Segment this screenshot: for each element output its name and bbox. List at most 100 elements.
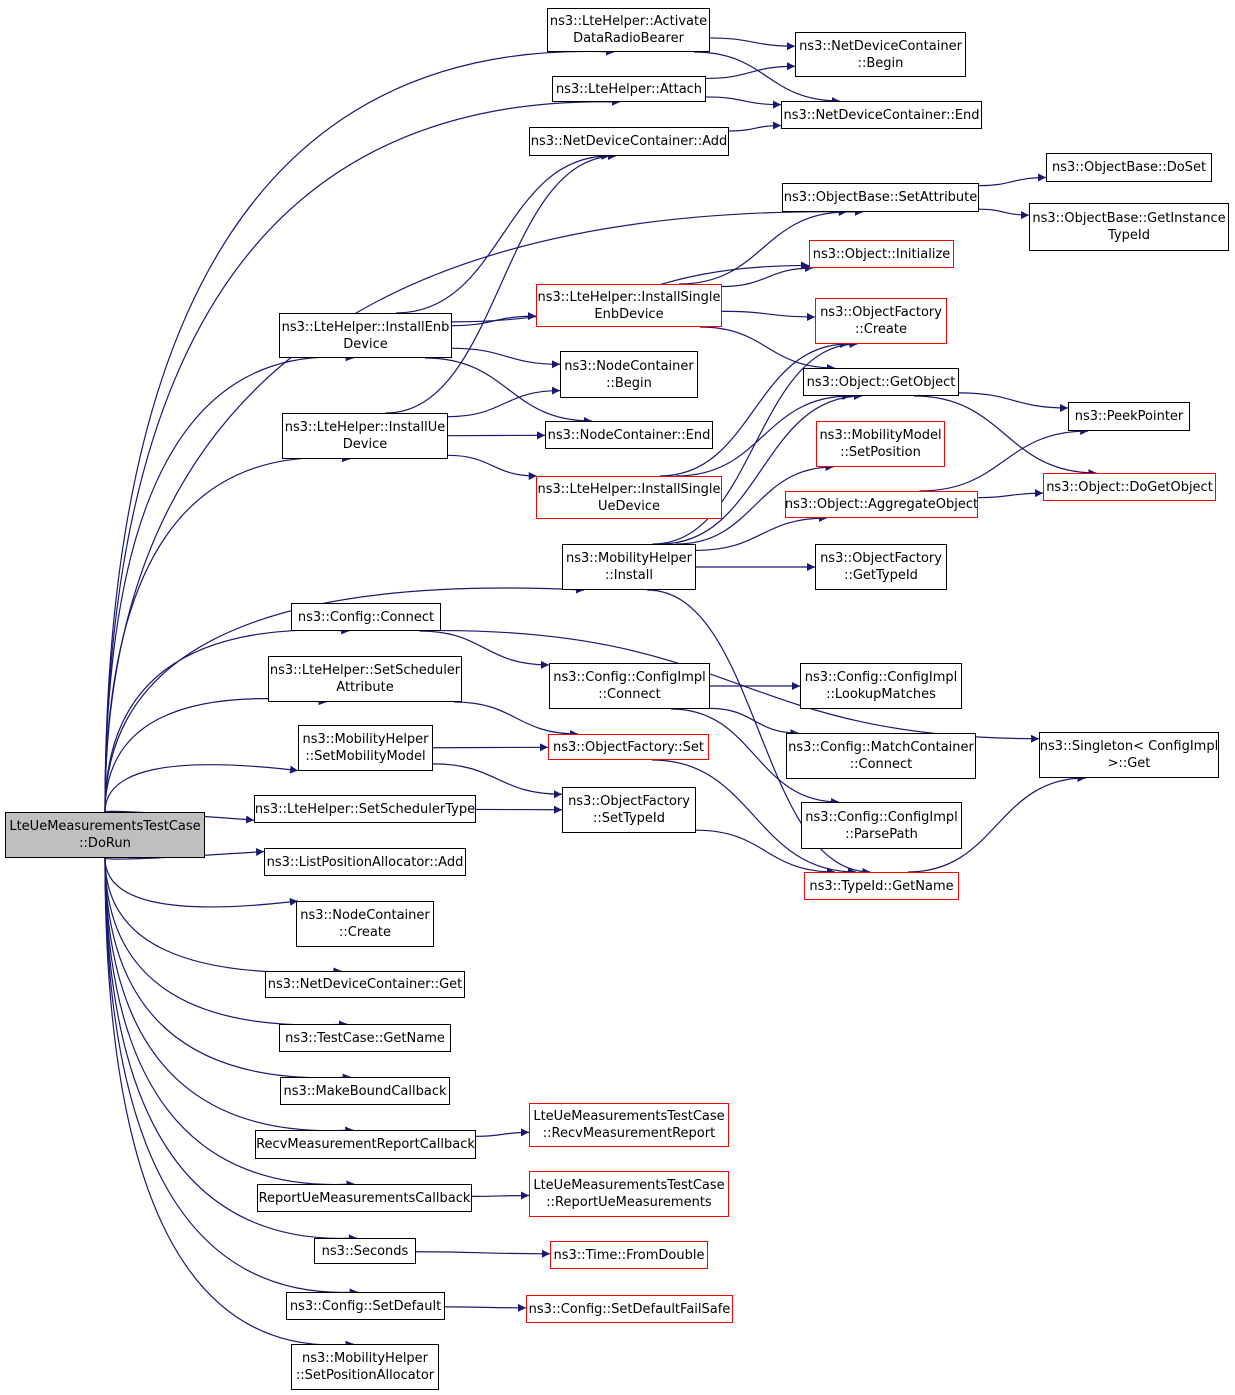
edge-install_enb-to-nc_end [425,357,592,425]
node-report-ue-measurements[interactable]: LteUeMeasurementsTestCase::ReportUeMeasu… [529,1171,729,1217]
node-mobilityhelper-install[interactable]: ns3::MobilityHelper::Install [562,544,696,590]
edge-report_cb-to-report_meas [471,1191,530,1200]
node-ndc-end[interactable]: ns3::NetDeviceContainer::End [781,101,982,129]
node-objectfactory-set[interactable]: ns3::ObjectFactory::Set [548,734,709,760]
node-makeboundcallback[interactable]: ns3::MakeBoundCallback [280,1077,450,1105]
node-label-line: ns3::ObjectFactory [820,305,942,320]
node-seconds[interactable]: ns3::Seconds [314,1238,416,1264]
node-mobilityhelper-setmobilitymodel[interactable]: ns3::MobilityHelper::SetMobilityModel [298,725,433,771]
node-report-ue-measurements-callback[interactable]: ReportUeMeasurementsCallback [257,1184,472,1212]
node-peekpointer[interactable]: ns3::PeekPointer [1068,402,1190,431]
node-configimpl-connect[interactable]: ns3::Config::ConfigImpl::Connect [549,663,710,709]
node-object-getobject[interactable]: ns3::Object::GetObject [803,368,959,396]
node-objectbase-setattribute[interactable]: ns3::ObjectBase::SetAttribute [782,183,979,212]
node-label-line: ns3::PeekPointer [1074,409,1184,424]
node-recv-measurement-report[interactable]: LteUeMeasurementsTestCase::RecvMeasureme… [529,1103,729,1147]
node-mobilitymodel-setposition[interactable]: ns3::MobilityModel::SetPosition [816,421,945,467]
node-object-dogetobject[interactable]: ns3::Object::DoGetObject [1043,473,1216,501]
node-root-dorun[interactable]: LteUeMeasurementsTestCase::DoRun [5,812,205,858]
node-objectbase-doset[interactable]: ns3::ObjectBase::DoSet [1046,153,1212,182]
node-lte-attach[interactable]: ns3::LteHelper::Attach [552,76,706,102]
node-label-line: ns3::NetDeviceContainer::End [783,107,980,123]
edge-root-to-install_ue [104,454,351,813]
node-label-line: ns3::MobilityHelper [565,551,693,566]
node-label-line: ns3::Seconds [321,1243,409,1259]
node-label-line: >::Get [1107,756,1151,771]
edge-install_single_enb-to-of_create [721,310,816,321]
edge-install_single_ue-to-of_create [659,340,849,477]
node-label-line: ::Connect [598,687,661,702]
edge-install_ue-to-nc_begin [447,386,561,418]
node-label-line: ns3::ObjectFactory [820,551,942,566]
edge-activate-to-ndc_begin [709,37,796,51]
edge-obj_getobject-to-peek [958,392,1069,413]
node-label-line: ns3::Singleton< ConfigImpl [1039,739,1219,754]
node-label-line: ns3::TypeId::GetName [809,878,954,894]
node-label-line: ns3::ObjectFactory [568,794,690,809]
node-label-line: Device [343,336,388,352]
node-object-initialize[interactable]: ns3::Object::Initialize [809,240,954,268]
node-objectfactory-create[interactable]: ns3::ObjectFactory::Create [815,298,947,344]
node-configimpl-lookupmatches[interactable]: ns3::Config::ConfigImpl::LookupMatches [800,663,962,709]
node-testcase-getname[interactable]: ns3::TestCase::GetName [279,1024,451,1052]
node-listpositionallocator-add[interactable]: ns3::ListPositionAllocator::Add [264,848,466,876]
node-objectfactory-settypeid[interactable]: ns3::ObjectFactory::SetTypeId [562,787,696,833]
node-matchcontainer-connect[interactable]: ns3::Config::MatchContainer::Connect [786,733,976,779]
node-configimpl-parsepath[interactable]: ns3::Config::ConfigImpl::ParsePath [801,802,962,849]
node-label-line: LteUeMeasurementsTestCase [533,1109,725,1124]
node-label-line: ns3::Object::DoGetObject [1046,479,1213,495]
node-label-line: LteUeMeasurementsTestCase [533,1178,725,1193]
node-label-line: ns3::Config::ConfigImpl [804,670,958,685]
node-label-line: ns3::MobilityModel [819,428,942,443]
node-label-line: ns3::Config::SetDefaultFailSafe [528,1301,731,1317]
node-recv-measurement-report-callback[interactable]: RecvMeasurementReportCallback [255,1130,476,1159]
edge-root-to-mh_install [104,585,585,813]
edge-config_setdefault-to-config_setdefault_fs [444,1303,527,1312]
node-nodecontainer-create[interactable]: ns3::NodeContainer::Create [296,901,434,947]
node-label-line: ns3::NodeContainer::End [547,427,711,443]
node-set-scheduler-type[interactable]: ns3::LteHelper::SetSchedulerType [254,795,476,823]
node-typeid-getname[interactable]: ns3::TypeId::GetName [804,872,959,900]
edge-root-to-config_setdefault [104,857,358,1297]
node-mobilityhelper-setpositionallocator[interactable]: ns3::MobilityHelper::SetPositionAllocato… [291,1344,439,1390]
edge-obj_aggregate-to-peek [919,427,1089,492]
node-objectfactory-gettypeid[interactable]: ns3::ObjectFactory::GetTypeId [815,544,947,590]
edge-root-to-nc_create [104,857,298,908]
edge-root-to-mh_setposalloc [104,857,354,1349]
node-nodecontainer-begin[interactable]: ns3::NodeContainer::Begin [560,351,698,398]
edge-of_set-to-typeid_getname [652,759,857,876]
node-config-setdefault[interactable]: ns3::Config::SetDefault [286,1292,445,1320]
node-time-fromdouble[interactable]: ns3::Time::FromDouble [550,1241,708,1269]
node-label-line: ns3::LteHelper::InstallUe [284,420,446,435]
node-label-line: RecvMeasurementReportCallback [256,1137,475,1152]
node-nodecontainer-end[interactable]: ns3::NodeContainer::End [545,421,713,449]
edge-install_single_enb-to-ob_setattr [679,208,847,285]
node-ndc-get[interactable]: ns3::NetDeviceContainer::Get [265,971,465,998]
node-label-line: ::DoRun [79,836,131,851]
node-ndc-begin[interactable]: ns3::NetDeviceContainer::Begin [795,32,966,77]
edge-root-to-recv_cb [104,857,354,1135]
node-label-line: Attribute [336,680,394,695]
node-label-line: ns3::ObjectBase::DoSet [1051,160,1207,175]
edge-seconds-to-time_fromdouble [415,1249,551,1258]
edge-root-to-make_bound [104,857,351,1082]
node-ndc-add[interactable]: ns3::NetDeviceContainer::Add [529,127,729,156]
node-config-connect[interactable]: ns3::Config::Connect [291,603,441,631]
node-label-line: ns3::Object::GetObject [806,374,956,390]
node-label-line: ns3::Config::MatchContainer [788,740,974,755]
node-object-aggregateobject[interactable]: ns3::Object::AggregateObject [785,491,978,518]
node-label-line: ns3::ObjectFactory::Set [552,739,705,755]
node-config-setdefaultfailsafe[interactable]: ns3::Config::SetDefaultFailSafe [526,1295,733,1323]
node-label-line: ::SetTypeId [592,811,666,826]
node-label-line: ::Create [339,925,391,940]
node-singleton-configimpl-get[interactable]: ns3::Singleton< ConfigImpl >::Get [1039,732,1219,778]
node-label-line: ::LookupMatches [826,687,936,702]
